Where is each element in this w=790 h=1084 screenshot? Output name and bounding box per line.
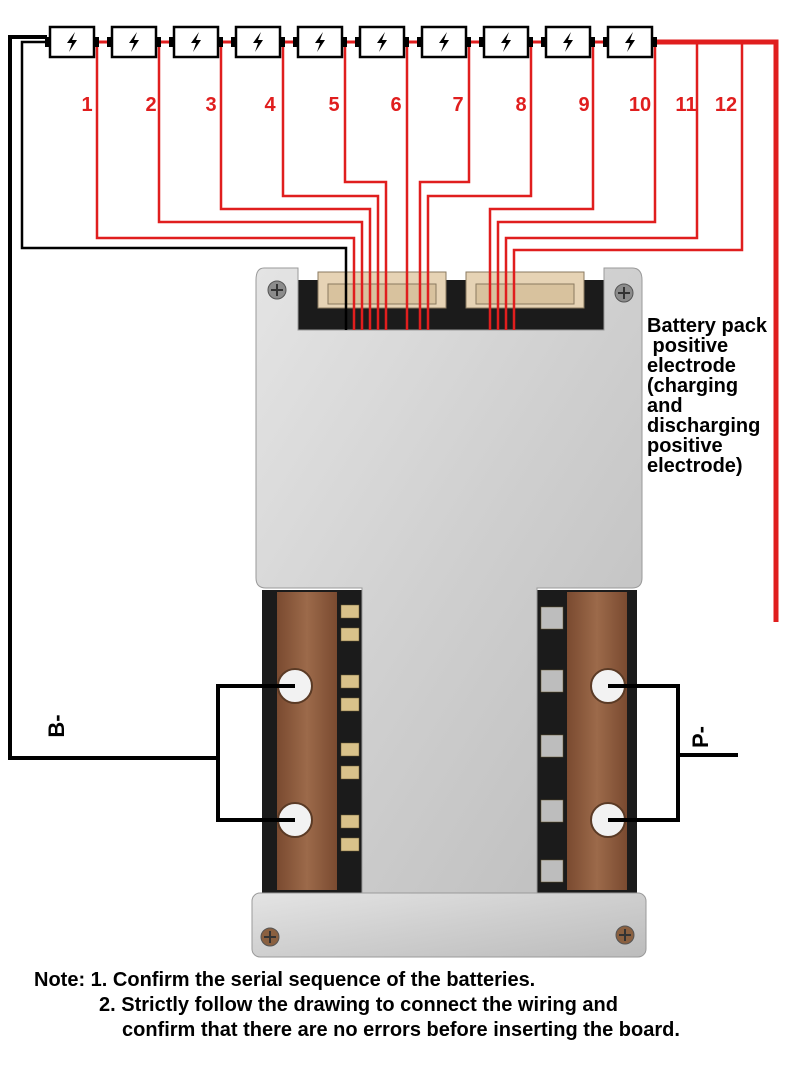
screw-icon — [267, 280, 287, 300]
battery-cell — [541, 25, 595, 59]
wire-number: 9 — [578, 94, 589, 116]
b-minus-bracket — [216, 684, 295, 822]
p-minus-label: P- — [688, 726, 713, 748]
heatsink-plate — [255, 267, 643, 899]
wire-number: 5 — [328, 94, 339, 116]
battery-cell — [603, 25, 657, 59]
bms-board — [251, 267, 647, 958]
wire-number: 1 — [81, 94, 92, 116]
wire-number: 2 — [145, 94, 156, 116]
lightning-icon — [377, 32, 387, 52]
note-text-1: 1. Confirm the serial sequence of the ba… — [90, 969, 536, 991]
lightning-icon — [439, 32, 449, 52]
screw-icon — [260, 927, 280, 947]
positive-electrode-line: Battery pack — [647, 315, 768, 337]
note-block: Note: 1. Confirm the serial sequence of … — [34, 968, 784, 1043]
screw-icon — [615, 925, 635, 945]
wire-number: 10 — [629, 94, 651, 116]
lightning-icon — [625, 32, 635, 52]
lightning-icon — [191, 32, 201, 52]
screw-icon — [614, 283, 634, 303]
positive-main-wire — [650, 39, 779, 622]
b-minus-main-wire — [8, 35, 218, 760]
lightning-icon — [315, 32, 325, 52]
battery-cell — [417, 25, 471, 59]
balance-connector-right — [465, 271, 585, 309]
positive-electrode-line: electrode — [647, 355, 736, 377]
positive-electrode-line: electrode) — [647, 455, 743, 477]
positive-electrode-line: and — [647, 395, 683, 417]
lightning-icon — [563, 32, 573, 52]
wire-number: 11 — [675, 94, 696, 116]
copper-bar-b-minus — [277, 592, 337, 890]
battery-cell — [169, 25, 223, 59]
wire-number: 12 — [715, 94, 737, 116]
wire-number: 7 — [452, 94, 463, 116]
battery-cell — [479, 25, 533, 59]
wire-number: 6 — [390, 94, 401, 116]
note-line-3: confirm that there are no errors before … — [122, 1019, 680, 1041]
smd-components — [340, 604, 564, 883]
positive-electrode-line: discharging — [647, 415, 761, 437]
positive-electrode-label: Battery pack positive electrode (chargin… — [647, 316, 789, 476]
wire-number: 8 — [515, 94, 526, 116]
copper-bar-p-minus — [567, 592, 627, 890]
lightning-icon — [253, 32, 263, 52]
b-minus-sense-wire — [20, 40, 348, 330]
wire-number: 4 — [264, 94, 276, 116]
battery-cell — [355, 25, 409, 59]
battery-cell — [293, 25, 347, 59]
note-line-2: 2. Strictly follow the drawing to connec… — [99, 994, 618, 1016]
positive-electrode-line: positive — [647, 335, 729, 357]
lightning-icon — [129, 32, 139, 52]
battery-cells — [45, 25, 657, 59]
lightning-icon — [501, 32, 511, 52]
positive-electrode-line: positive — [647, 435, 723, 457]
lightning-icon — [67, 32, 77, 52]
battery-cell — [107, 25, 161, 59]
positive-electrode-line: (charging — [647, 375, 739, 397]
battery-cell — [45, 25, 99, 59]
note-line-1: Note: 1. Confirm the serial sequence of … — [34, 968, 784, 993]
battery-cell — [231, 25, 285, 59]
b-minus-label: B- — [44, 714, 69, 737]
note-prefix: Note: — [34, 969, 86, 991]
sense-wires — [95, 42, 744, 330]
wire-number: 3 — [205, 94, 216, 116]
bottom-plate — [251, 892, 647, 958]
